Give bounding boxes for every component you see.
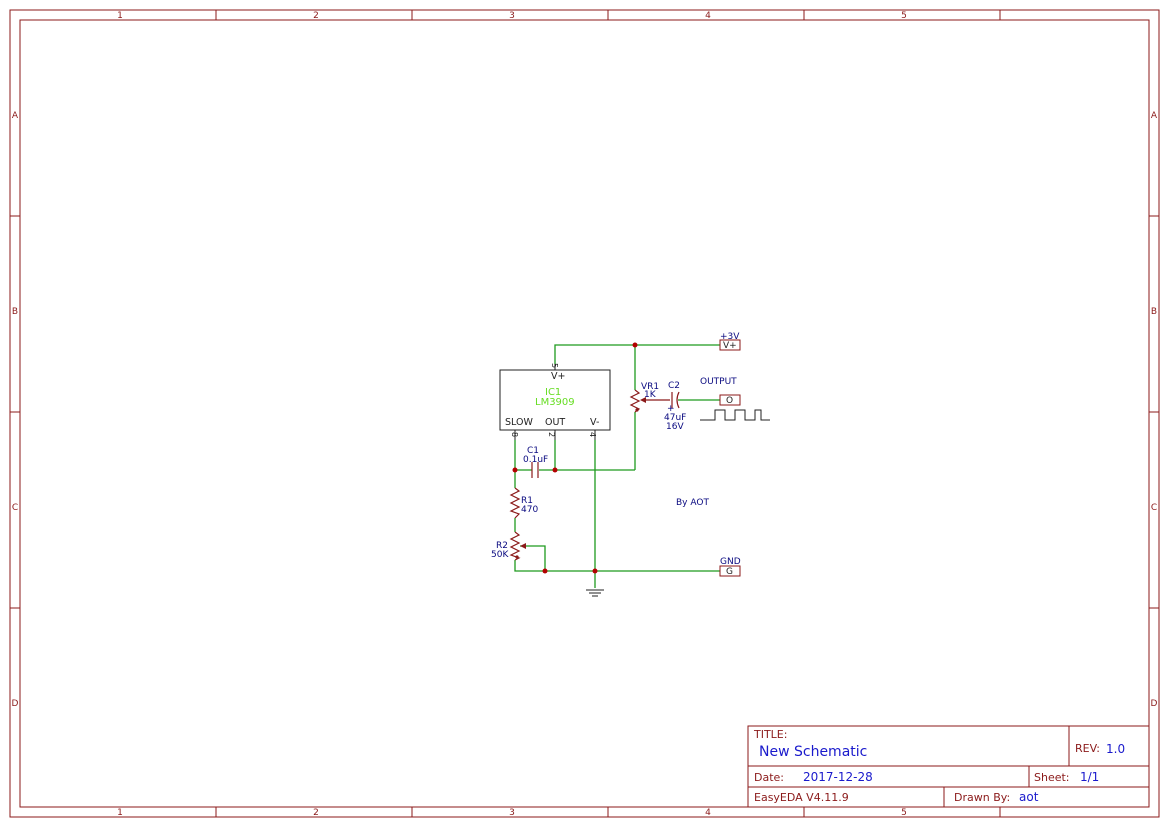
rev-value: 1.0	[1106, 742, 1125, 756]
column-label-top-3: 3	[509, 11, 515, 21]
sheet-label: Sheet:	[1034, 771, 1070, 784]
junction-vplus	[632, 342, 638, 348]
title-label: TITLE:	[753, 728, 787, 741]
output-port-symbol: O	[726, 396, 733, 406]
r1-value: 470	[521, 505, 538, 515]
wires	[514, 344, 720, 588]
title-block: TITLE: New Schematic REV: 1.0 Date: 2017…	[747, 725, 1150, 808]
circuit: V+ IC1 LM3909 SLOW OUT V- 5 8 2 4 C1 0.1…	[491, 332, 770, 597]
sheet-value: 1/1	[1080, 770, 1099, 784]
square-wave-icon	[700, 409, 770, 421]
author-note: By AOT	[676, 498, 709, 508]
column-label-top-1: 1	[117, 11, 123, 21]
ic1-pin-number-4: 4	[588, 432, 597, 437]
software-version: EasyEDA V4.11.9	[754, 791, 849, 804]
ic1-pin-number-2: 2	[547, 432, 556, 437]
gnd-port-symbol: G	[726, 567, 733, 577]
row-ruler: A B C D A B C D	[10, 111, 1159, 709]
column-label-bottom-4: 4	[705, 808, 711, 818]
wire-r2-wiper	[520, 545, 546, 571]
row-label-right-a: A	[1151, 111, 1158, 121]
c2-value: 47uF	[664, 413, 686, 423]
ic1-pin-label-vminus: V-	[590, 417, 599, 428]
column-label-top-5: 5	[901, 11, 907, 21]
supply-port-symbol: V+	[723, 341, 737, 351]
capacitor-c2[interactable]: + C2 47uF 16V	[664, 381, 686, 432]
ic1-pin-label-out: OUT	[545, 417, 565, 428]
r2-designator: R2	[496, 541, 508, 551]
row-label-left-d: D	[12, 699, 19, 709]
c1-value: 0.1uF	[523, 455, 548, 465]
supply-net-name: +3V	[720, 332, 740, 342]
c2-polarity: +	[667, 404, 675, 414]
vr1-designator: VR1	[641, 382, 659, 392]
column-label-top-2: 2	[313, 11, 319, 21]
drawn-by-label: Drawn By:	[954, 791, 1010, 804]
ic1-part-number: LM3909	[535, 397, 575, 408]
r2-value: 50K	[491, 550, 509, 560]
ic1-pin-number-8: 8	[510, 432, 519, 437]
vr1-value: 1K	[644, 390, 657, 400]
ground-icon	[586, 589, 604, 597]
wire-gnd-net	[514, 560, 720, 572]
inner-frame	[19, 19, 1150, 808]
date-label: Date:	[754, 771, 784, 784]
junction-out	[552, 467, 558, 473]
net-port-output[interactable]: OUTPUT O	[700, 377, 741, 406]
row-label-right-d: D	[1151, 699, 1158, 709]
c2-designator: C2	[668, 381, 680, 391]
column-label-top-4: 4	[705, 11, 711, 21]
rev-label: REV:	[1075, 742, 1100, 755]
column-label-bottom-5: 5	[901, 808, 907, 818]
title-value: New Schematic	[759, 744, 867, 760]
junction-slow	[512, 467, 518, 473]
c2-voltage: 16V	[666, 422, 684, 432]
row-label-left-c: C	[12, 503, 18, 513]
ic1-pin-label-slow: SLOW	[505, 417, 533, 428]
potentiometer-vr1[interactable]: VR1 1K	[629, 382, 670, 413]
junction-gnd	[592, 568, 598, 574]
gnd-net-name: GND	[720, 557, 741, 567]
date-value: 2017-12-28	[803, 770, 873, 784]
drawn-by-value: aot	[1019, 790, 1039, 804]
r1-designator: R1	[521, 496, 533, 506]
ic1-pin-number-5: 5	[550, 363, 559, 368]
output-net-name: OUTPUT	[700, 377, 737, 387]
column-label-bottom-3: 3	[509, 808, 515, 818]
column-label-bottom-2: 2	[313, 808, 319, 818]
outer-frame	[9, 9, 1160, 818]
net-port-supply[interactable]: +3V V+	[719, 332, 741, 351]
ic1-designator: IC1	[545, 387, 561, 398]
junction-r2-gnd	[542, 568, 548, 574]
capacitor-c1[interactable]: C1 0.1uF	[523, 446, 548, 478]
ic1-pin-label-vplus: V+	[551, 371, 565, 382]
ic1-lm3909[interactable]: V+ IC1 LM3909 SLOW OUT V- 5 8 2 4	[499, 363, 611, 440]
net-port-gnd[interactable]: GND G	[719, 557, 741, 577]
c1-designator: C1	[527, 446, 539, 456]
resistor-r1[interactable]: R1 470	[509, 487, 538, 519]
row-label-left-a: A	[12, 111, 19, 121]
column-ruler: 1 2 3 4 5 1 2 3 4 5	[117, 10, 1001, 818]
row-label-right-c: C	[1151, 503, 1157, 513]
row-label-left-b: B	[12, 307, 18, 317]
potentiometer-r2[interactable]: R2 50K	[491, 531, 526, 561]
junctions	[512, 342, 638, 574]
wire-vplus-net	[554, 344, 720, 364]
column-label-bottom-1: 1	[117, 808, 123, 818]
row-label-right-b: B	[1151, 307, 1157, 317]
